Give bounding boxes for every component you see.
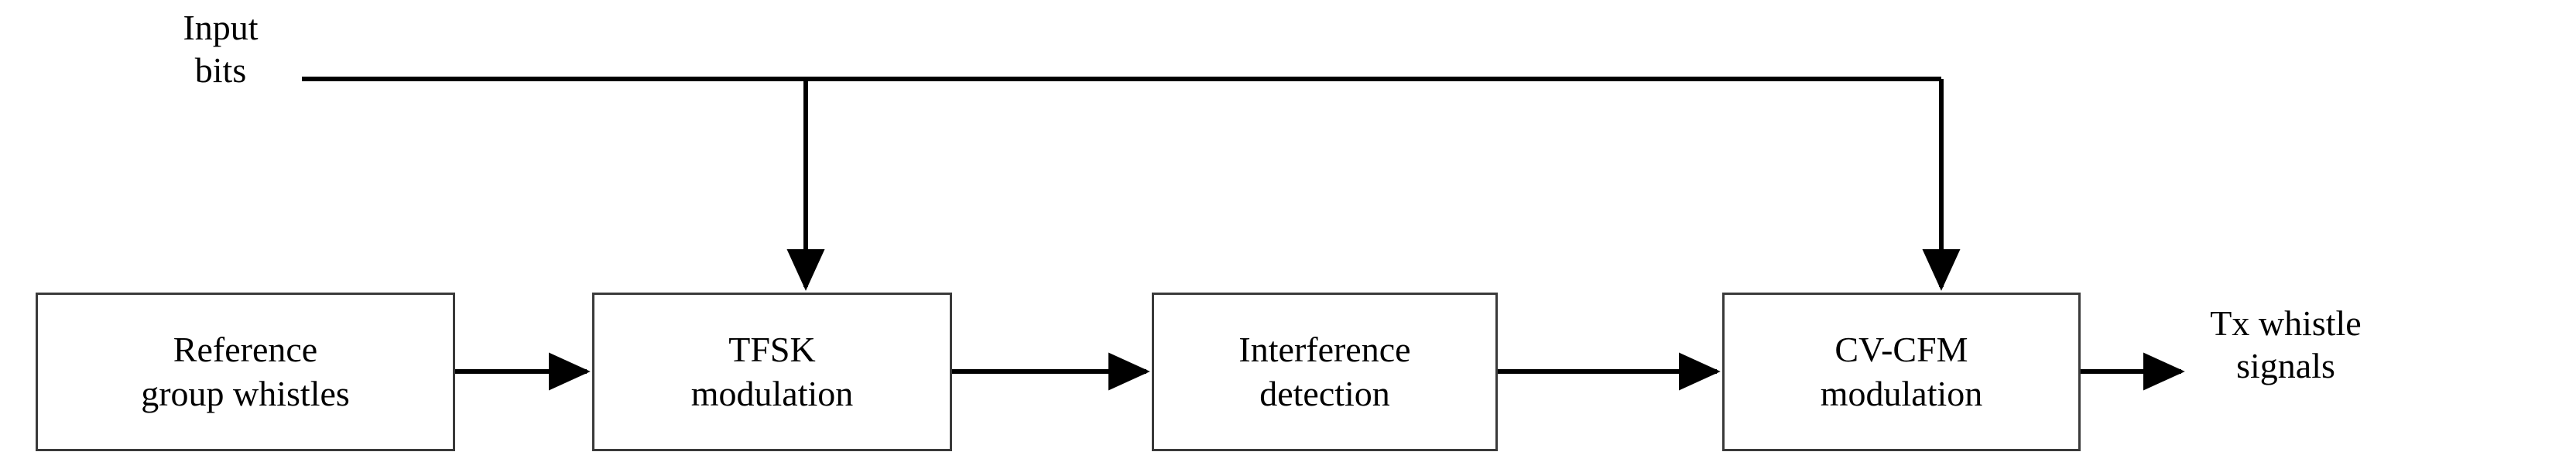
block-cv-cfm-modulation[interactable]: CV-CFM modulation — [1722, 293, 2081, 451]
tx-whistle-signals-label-line1: Tx whistle — [2210, 303, 2362, 343]
block-cv-cfm-modulation-line1: CV-CFM — [1834, 330, 1968, 370]
block-reference-group-whistles[interactable]: Reference group whistles — [36, 293, 455, 451]
block-tfsk-modulation[interactable]: TFSK modulation — [592, 293, 952, 451]
input-bits-label: Input bits — [143, 6, 298, 91]
block-tfsk-modulation-line1: TFSK — [728, 330, 816, 370]
tx-whistle-signals-label: Tx whistle signals — [2197, 302, 2375, 387]
tx-whistle-signals-label-line2: signals — [2236, 346, 2335, 386]
block-reference-group-whistles-line1: Reference — [173, 330, 318, 370]
block-reference-group-whistles-line2: group whistles — [141, 373, 350, 413]
input-bits-label-line1: Input — [183, 8, 259, 47]
block-interference-detection-line2: detection — [1259, 373, 1390, 413]
block-interference-detection-line1: Interference — [1238, 330, 1411, 370]
block-tfsk-modulation-line2: modulation — [690, 373, 854, 413]
input-bits-label-line2: bits — [194, 50, 247, 91]
block-cv-cfm-modulation-line2: modulation — [1820, 373, 1983, 413]
block-interference-detection[interactable]: Interference detection — [1152, 293, 1498, 451]
